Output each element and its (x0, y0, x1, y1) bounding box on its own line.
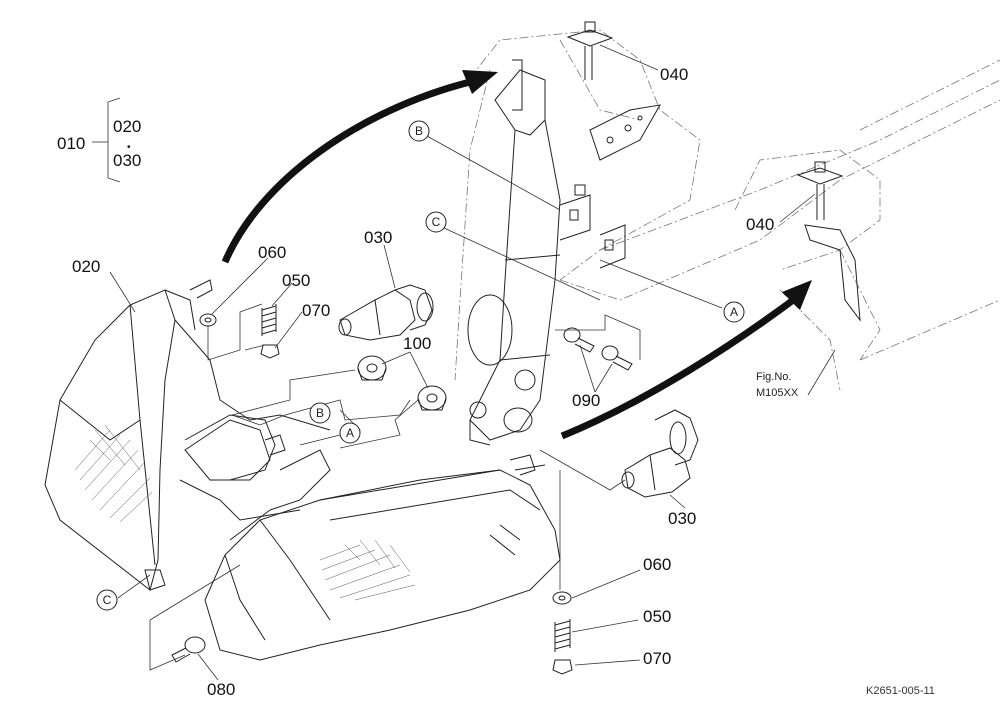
label-070-right: 070 (643, 649, 671, 668)
lens-hatch-left (74, 424, 153, 523)
clip-040-top (566, 21, 614, 80)
label-010: 010 (57, 134, 85, 153)
center-support-bracket (467, 59, 661, 446)
grommets-100 (357, 355, 447, 411)
label-040-right: 040 (746, 215, 774, 234)
drawing-code: K2651-005-11 (866, 685, 935, 697)
label-040-top: 040 (660, 65, 688, 84)
hardware-left (199, 304, 280, 359)
bolts-090 (563, 327, 633, 371)
label-020-left: 020 (72, 257, 100, 276)
label-100: 100 (403, 334, 431, 353)
assembly-guide-lines (149, 303, 641, 671)
fig-no-label: Fig.No. (756, 371, 791, 383)
svg-text:C: C (432, 215, 441, 229)
label-060-right: 060 (643, 555, 671, 574)
svg-text:C: C (103, 593, 112, 607)
leader-lines (109, 44, 836, 681)
callout-b-top: B (408, 120, 430, 142)
label-bullet: • (127, 142, 131, 153)
label-080: 080 (207, 680, 235, 699)
assembly-arrow-upper (221, 70, 498, 264)
label-020-group: 020 (113, 117, 141, 136)
label-030-group: 030 (113, 151, 141, 170)
lens-hatch-right (319, 539, 416, 601)
group-bracket-010 (92, 97, 121, 183)
label-050-left: 050 (282, 271, 310, 290)
svg-text:A: A (346, 426, 354, 440)
label-050-right: 050 (643, 607, 671, 626)
svg-text:B: B (316, 406, 324, 420)
callout-a-center: A (339, 422, 361, 444)
headlight-right (204, 454, 561, 661)
label-030-mid: 030 (364, 228, 392, 247)
label-060-left: 060 (258, 243, 286, 262)
callout-c-bottom: C (96, 589, 118, 611)
bulb-right (621, 409, 699, 498)
hardware-right (552, 591, 573, 675)
label-090: 090 (572, 391, 600, 410)
headlight-mount-center (184, 414, 331, 541)
callout-b-center: B (309, 402, 331, 424)
bulb-middle (338, 284, 434, 341)
svg-text:B: B (415, 124, 423, 138)
fig-no-value: M105XX (756, 387, 799, 399)
callout-a-right: A (723, 301, 745, 323)
headlight-left (44, 279, 331, 591)
svg-text:A: A (730, 305, 738, 319)
frame-outline (454, 29, 1000, 391)
callout-c-top: C (425, 211, 447, 233)
label-070-left: 070 (302, 301, 330, 320)
clip-040-right (796, 161, 861, 322)
label-030-right: 030 (668, 509, 696, 528)
assembly-arrow-lower (560, 280, 812, 440)
bolt-080 (171, 636, 206, 663)
